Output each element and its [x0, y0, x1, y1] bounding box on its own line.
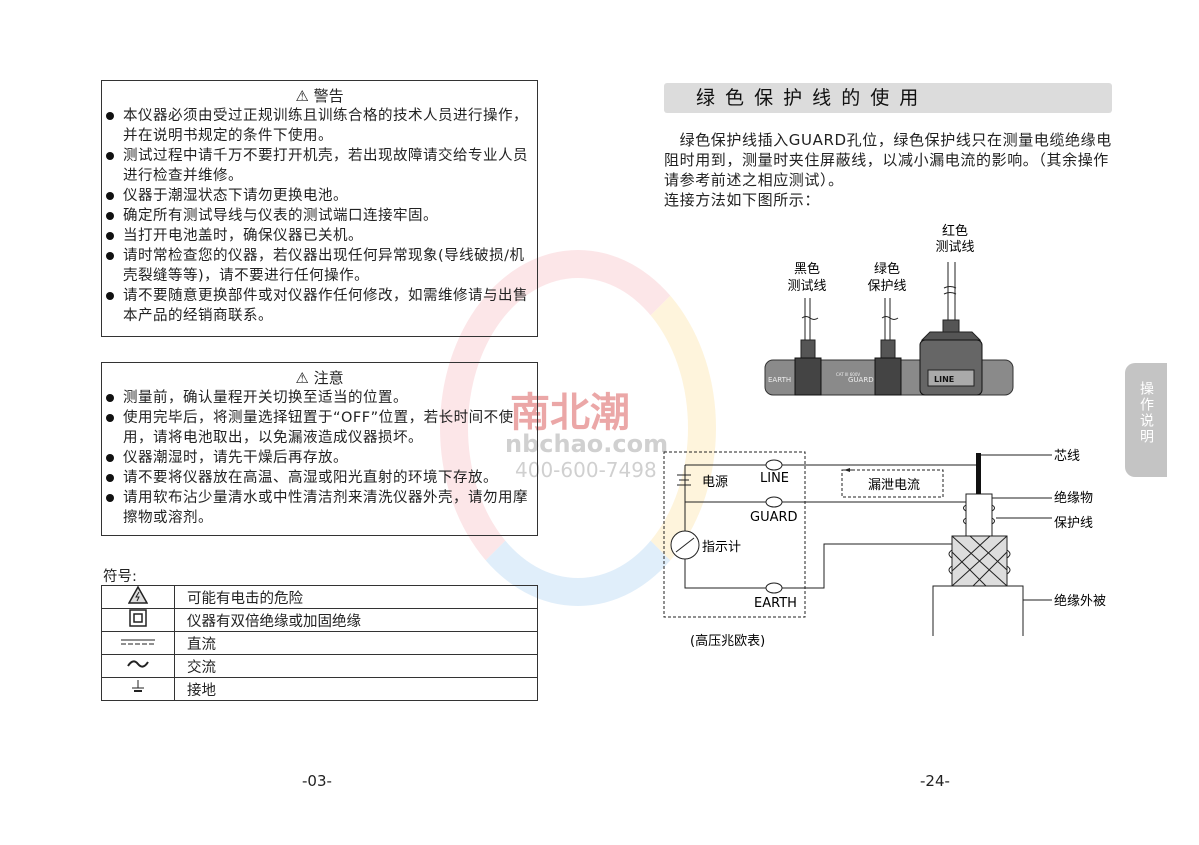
- page-number-right: -24-: [920, 772, 950, 790]
- warning-item: 仪器于潮湿状态下请勿更换电池。: [102, 186, 537, 206]
- table-row: 交流: [101, 654, 538, 678]
- cat-rating: CAT III 600V: [836, 372, 860, 377]
- test-lead-plugs: [800, 319, 982, 363]
- warning-title: ⚠ 警告: [295, 87, 344, 105]
- table-row: 直流: [101, 631, 538, 655]
- watermark-site: nbchao.com: [505, 430, 669, 458]
- section-title: 绿 色 保 护 线 的 使 用: [696, 87, 921, 109]
- caution-box: ⚠ 注意 测量前，确认量程开关切换至适当的位置。 使用完毕后，将测量选择钮置于“…: [101, 362, 538, 536]
- warning-item: 当打开电池盖时，确保仪器已关机。: [102, 226, 537, 246]
- core-label: 芯线: [1054, 449, 1080, 464]
- ac-icon: [127, 660, 149, 668]
- line-terminal-label: LINE: [934, 375, 954, 384]
- warning-item: 测试过程中请千万不要打开机壳，若出现故障请交给专业人员进行检查并维修。: [102, 146, 537, 186]
- caution-item: 使用完毕后，将测量选择钮置于“OFF”位置，若长时间不使用，请将电池取出，以免漏…: [102, 408, 537, 448]
- side-tab: 操作说明: [1125, 363, 1167, 477]
- table-row: 可能有电击的危险: [101, 585, 538, 609]
- ground-icon: [132, 680, 144, 692]
- meter-label: 指示计: [702, 540, 741, 555]
- caution-item: 仪器潮湿时，请先干燥后再存放。: [102, 448, 537, 468]
- line-label: LINE: [760, 471, 789, 486]
- warning-item: 请不要随意更换部件或对仪器作任何修改，如需维修请与出售本产品的经销商联系。: [102, 286, 537, 326]
- double-insulation-icon: [129, 609, 147, 627]
- red-lead-label: 红色: [942, 223, 968, 239]
- black-lead-label: 黑色: [794, 261, 820, 277]
- warning-item: 确定所有测试导线与仪表的测试端口连接牢固。: [102, 206, 537, 226]
- page-number-left: -03-: [302, 772, 332, 790]
- symbol-text: 接地: [174, 677, 538, 701]
- table-row: 接地: [101, 677, 538, 701]
- connection-label: 连接方法如下图所示：: [664, 191, 821, 209]
- warning-item: 请时常检查您的仪器，若仪器出现任何异常现象(导线破损/机壳裂缝等等)，请不要进行…: [102, 246, 537, 286]
- guard-wire-label: 保护线: [1054, 516, 1093, 531]
- green-lead-label: 绿色: [874, 261, 900, 277]
- guard-label: GUARD: [750, 510, 798, 525]
- symbols-label: 符号:: [103, 569, 137, 585]
- watermark-phone: 400-600-7498: [515, 458, 657, 482]
- caution-item: 请不要将仪器放在高温、高湿或阳光直射的环境下存放。: [102, 468, 537, 488]
- symbols-table: 可能有电击的危险 仪器有双倍绝缘或加固绝缘 直流 交流 接地: [101, 585, 538, 701]
- sheath-label: 绝缘外被: [1054, 593, 1106, 609]
- caution-item: 请用软布沾少量清水或中性清洁剂来清洗仪器外壳，请勿用摩擦物或溶剂。: [102, 488, 537, 528]
- warning-box: ⚠ 警告 本仪器必须由受过正规训练且训练合格的技术人员进行操作，并在说明书规定的…: [101, 80, 538, 337]
- section-title-bar: 绿 色 保 护 线 的 使 用: [664, 83, 1112, 113]
- leak-current-label: 漏泄电流: [868, 477, 920, 493]
- caution-item: 测量前，确认量程开关切换至适当的位置。: [102, 388, 537, 408]
- symbol-text: 直流: [174, 631, 538, 655]
- insulator-label: 绝缘物: [1054, 490, 1093, 506]
- earth-terminal-label: EARTH: [768, 376, 791, 384]
- shock-hazard-icon: [127, 585, 149, 604]
- dc-icon: [121, 639, 155, 645]
- symbol-text: 交流: [174, 654, 538, 678]
- intro-paragraph: 绿色保护线插入GUARD孔位，绿色保护线只在测量电缆绝缘电阻时用到，测量时夹住屏…: [664, 131, 1112, 189]
- green-lead-label: 保护线: [867, 279, 906, 294]
- side-tab-label: 操作说明: [1138, 381, 1154, 445]
- power-label: 电源: [702, 475, 728, 490]
- symbol-text: 可能有电击的危险: [174, 585, 538, 609]
- red-lead-label: 测试线: [935, 240, 974, 255]
- black-lead-label: 测试线: [787, 279, 826, 294]
- warning-item: 本仪器必须由受过正规训练且训练合格的技术人员进行操作，并在说明书规定的条件下使用…: [102, 106, 537, 146]
- megohmmeter-caption: (高压兆欧表): [690, 633, 765, 649]
- caution-title: ⚠ 注意: [295, 369, 344, 387]
- earth-label: EARTH: [754, 596, 797, 611]
- core-wire: [976, 453, 981, 494]
- guard-terminal-label: GUARD: [848, 376, 874, 384]
- megohmmeter-box: [663, 451, 806, 618]
- watermark-name: 南北潮: [510, 390, 630, 436]
